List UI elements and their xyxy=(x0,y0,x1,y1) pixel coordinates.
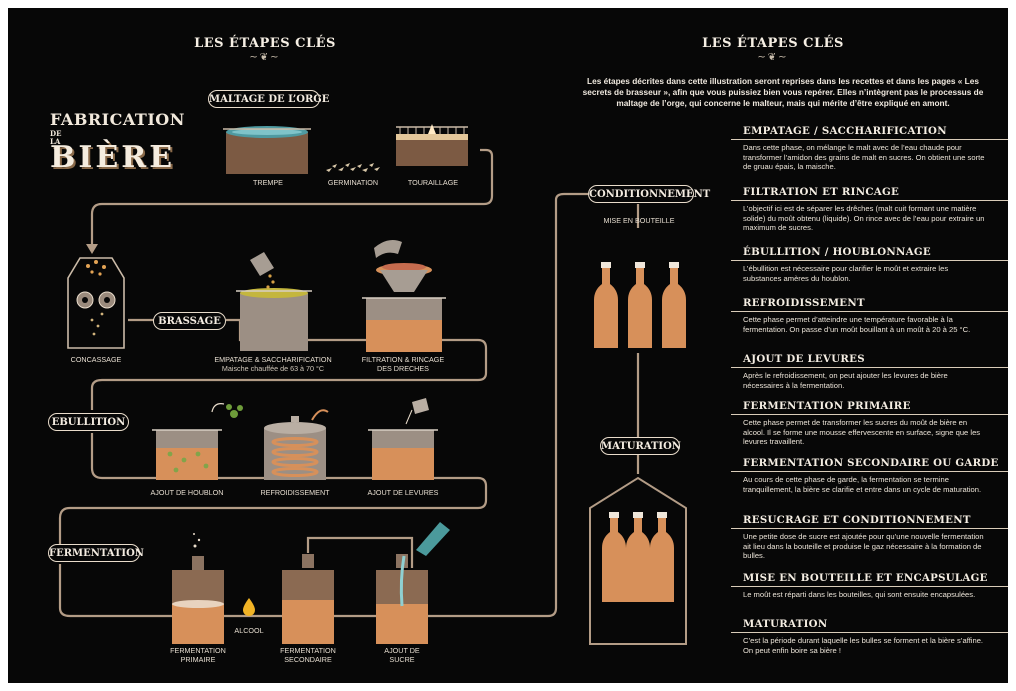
step-item: FERMENTATION SECONDAIRE OU GARDE Au cours… xyxy=(731,456,1008,494)
title-line1: FABRICATION xyxy=(50,110,185,129)
step-item: RESUCRAGE ET CONDITIONNEMENT Une petite d… xyxy=(731,513,1008,561)
step-title: MISE EN BOUTEILLE ET ENCAPSULAGE xyxy=(743,572,988,584)
label-ferm-primaire-1: FERMENTATION xyxy=(170,646,226,655)
step-item: REFROIDISSEMENT Cette phase permet d’atte… xyxy=(731,296,1008,334)
label-refroidissement: REFROIDISSEMENT xyxy=(260,488,330,497)
step-item: MISE EN BOUTEILLE ET ENCAPSULAGE Le moût … xyxy=(731,571,1008,600)
flow-path xyxy=(58,148,640,618)
bottles-mise-en-bouteille xyxy=(594,262,686,348)
step-desc: Le moût est réparti dans les bouteilles,… xyxy=(743,590,976,599)
step-item: MATURATION C’est la période durant laquel… xyxy=(731,617,1008,655)
step-desc: Après le refroidissement, on peut ajoute… xyxy=(743,371,948,390)
label-mise-en-bouteille: MISE EN BOUTEILLE xyxy=(603,216,675,225)
concassage-mill xyxy=(67,257,125,349)
label-concassage: CONCASSAGE xyxy=(70,355,122,364)
ornament-icon: ~❦~ xyxy=(757,52,789,63)
step-title: ÉBULLITION / HOUBLONNAGE xyxy=(743,246,931,258)
germination-grains xyxy=(326,163,380,172)
title-de: DE xyxy=(50,129,62,138)
title-line3: BIÈRE xyxy=(50,140,176,175)
step-title: AJOUT DE LEVURES xyxy=(743,353,865,365)
step-title: FERMENTATION SECONDAIRE OU GARDE xyxy=(743,457,999,469)
step-title: RESUCRAGE ET CONDITIONNEMENT xyxy=(743,514,971,526)
title-la: LA xyxy=(50,137,61,146)
step-item: ÉBULLITION / HOUBLONNAGE L’ébullition est… xyxy=(731,245,1008,283)
step-item: EMPATAGE / SACCHARIFICATION Dans cette ph… xyxy=(731,124,1008,172)
process-diagram xyxy=(58,124,687,645)
step-desc: Cette phase permet de transformer les su… xyxy=(743,418,981,447)
houblon-pot xyxy=(152,403,243,480)
label-ferm-secondaire-1: FERMENTATION xyxy=(280,646,336,655)
section-brassage: BRASSAGE xyxy=(153,312,226,330)
step-item: FERMENTATION PRIMAIRE Cette phase permet … xyxy=(731,399,1008,447)
empatage-tun xyxy=(236,252,312,351)
label-ajout-houblon: AJOUT DE HOUBLON xyxy=(150,488,224,497)
step-desc: Au cours de cette phase de garde, la fer… xyxy=(743,475,982,494)
alcool-drop xyxy=(243,598,255,616)
label-ajout-sucre-1: AJOUT DE xyxy=(384,646,420,655)
step-title: REFROIDISSEMENT xyxy=(743,297,865,309)
label-touraillage: TOURAILLAGE xyxy=(407,178,459,187)
fermentation-secondaire-carboy xyxy=(282,536,414,644)
levures-pot xyxy=(368,398,438,480)
step-desc: L’objectif ici est de séparer les drêche… xyxy=(743,204,985,233)
section-conditionnement: CONDITIONNEMENT xyxy=(588,185,710,203)
label-filtration-1: FILTRATION & RINCAGE xyxy=(361,355,445,364)
section-fermentation: FERMENTATION xyxy=(48,544,144,562)
label-ajout-sucre-2: SUCRE xyxy=(389,655,415,664)
step-desc: Cette phase permet d’atteindre une tempé… xyxy=(743,315,971,334)
touraillage-kiln xyxy=(396,124,468,166)
step-title: FILTRATION ET RINCAGE xyxy=(743,186,900,198)
step-desc: C’est la période durant laquelle les bul… xyxy=(743,636,984,655)
poster: LES ÉTAPES CLÉS ~❦~ LES ÉTAPES CLÉS ~❦~ … xyxy=(8,8,1008,683)
refroidissement-pot xyxy=(264,409,329,480)
step-item: AJOUT DE LEVURES Après le refroidissement… xyxy=(731,352,1008,390)
label-germination: GERMINATION xyxy=(327,178,379,187)
left-heading: LES ÉTAPES CLÉS xyxy=(194,36,336,51)
label-alcool: ALCOOL xyxy=(234,626,264,635)
filtration-vessel xyxy=(362,240,446,352)
step-item: FILTRATION ET RINCAGE L’objectif ici est … xyxy=(731,185,1008,233)
intro-text: Les étapes décrites dans cette illustrat… xyxy=(582,76,984,108)
ornament-icon: ~❦~ xyxy=(249,52,281,63)
step-desc: Dans cette phase, on mélange le malt ave… xyxy=(743,143,985,172)
label-ajout-levures: AJOUT DE LEVURES xyxy=(367,488,439,497)
label-filtration-2: DES DRECHES xyxy=(377,364,429,373)
fermentation-primaire-carboy xyxy=(172,533,224,644)
section-maltage: MALTAGE DE L’ORGE xyxy=(208,90,329,108)
label-ferm-primaire-2: PRIMAIRE xyxy=(180,655,216,664)
label-empatage-sub: Maische chauffée de 63 à 70 °C xyxy=(221,364,325,373)
right-heading: LES ÉTAPES CLÉS xyxy=(702,36,844,51)
label-ferm-secondaire-2: SECONDAIRE xyxy=(284,655,332,664)
section-maturation: MATURATION xyxy=(600,437,681,455)
step-title: MATURATION xyxy=(743,618,828,630)
section-ebullition: EBULLITION xyxy=(48,413,129,431)
step-title: FERMENTATION PRIMAIRE xyxy=(743,400,911,412)
step-desc: L’ébullition est nécessaire pour clarifi… xyxy=(743,264,949,283)
ajout-sucre-carboy xyxy=(376,522,450,644)
maturation-cellar xyxy=(589,476,687,645)
label-empatage: EMPATAGE & SACCHARIFICATION xyxy=(214,355,332,364)
trempe-tank xyxy=(223,126,311,174)
step-desc: Une petite dose de sucre est ajoutée pou… xyxy=(743,532,984,561)
label-trempe: TREMPE xyxy=(253,178,283,187)
step-title: EMPATAGE / SACCHARIFICATION xyxy=(743,125,947,137)
